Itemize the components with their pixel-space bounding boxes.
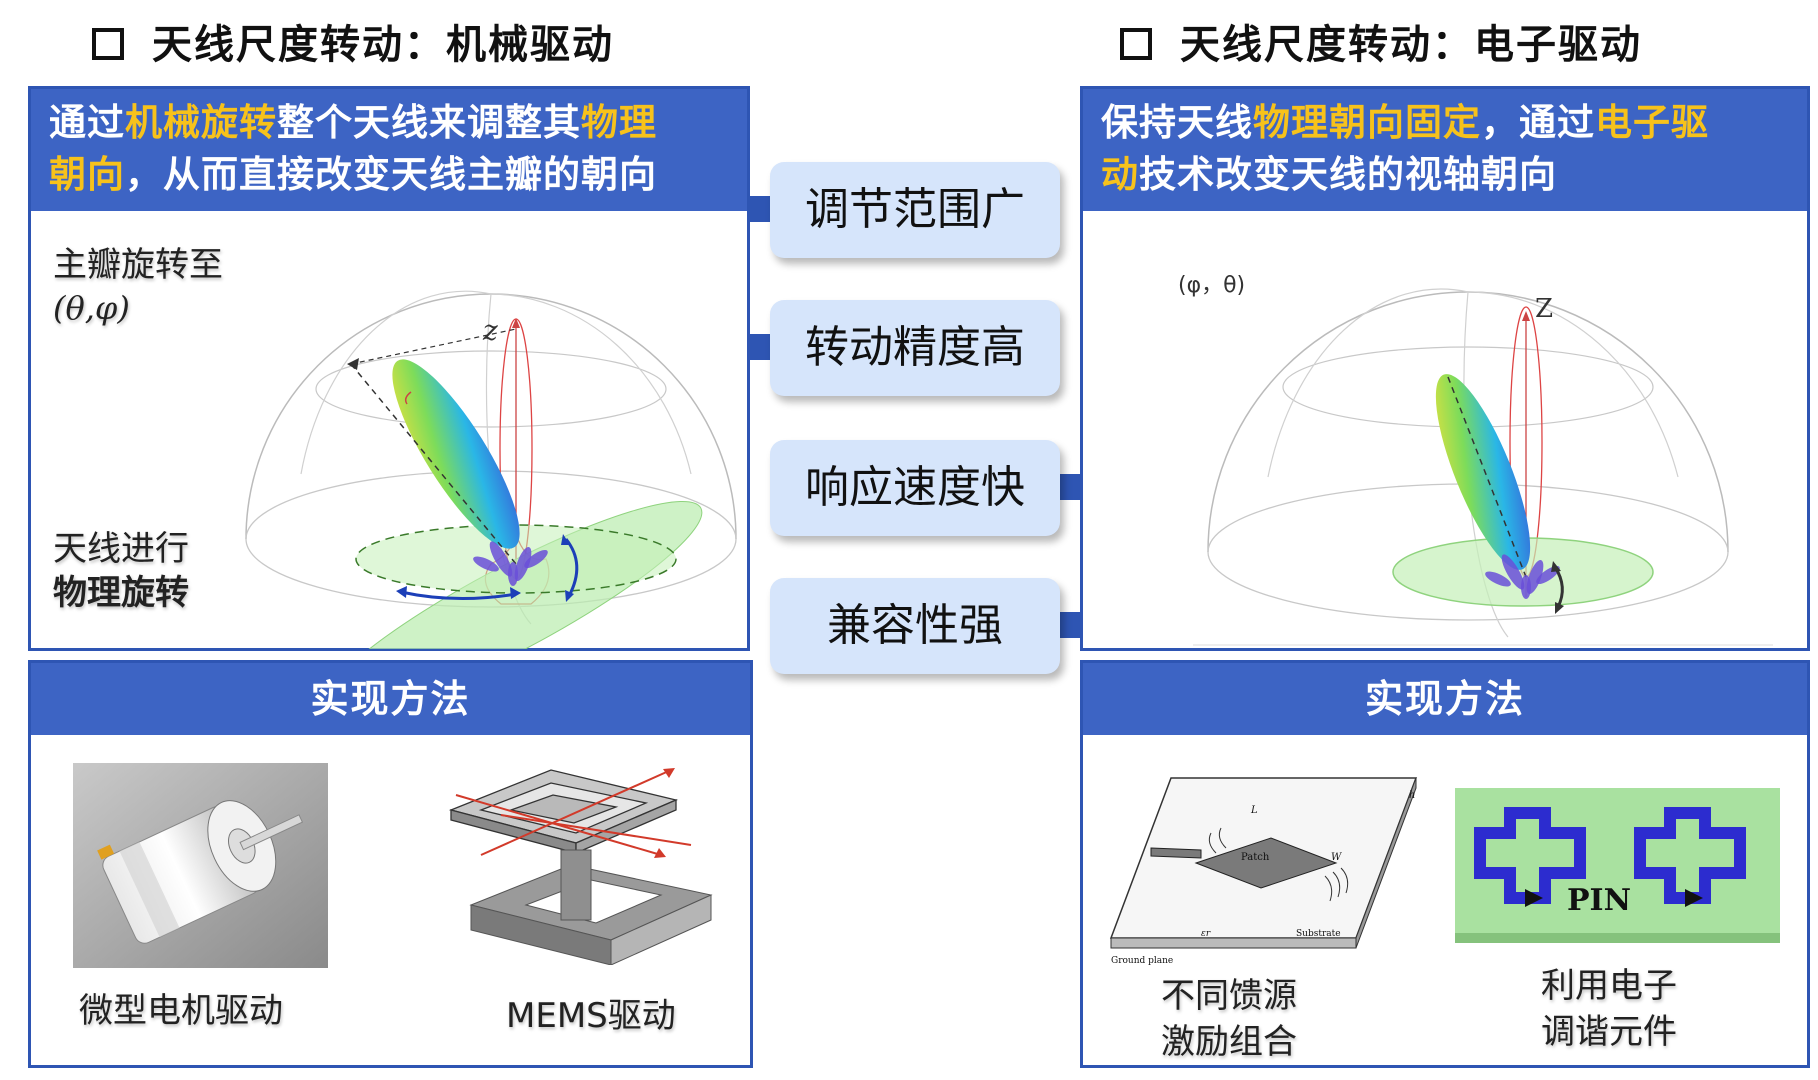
left-description: 通过机械旋转整个天线来调整其物理 朝向，从而直接改变天线主瓣的朝向 bbox=[31, 89, 747, 211]
feature-connector bbox=[748, 196, 770, 222]
svg-text:PIN: PIN bbox=[1567, 883, 1631, 918]
right-description: 保持天线物理朝向固定，通过电子驱 动技术改变天线的视轴朝向 bbox=[1083, 89, 1807, 211]
svg-text:z: z bbox=[482, 314, 498, 347]
feature-wide-range: 调节范围广 bbox=[770, 162, 1060, 258]
left-method-panel: 实现方法 微型电机驱动 bbox=[28, 660, 753, 1068]
feature-connector bbox=[748, 334, 770, 360]
left-heading: 天线尺度转动：机械驱动 bbox=[92, 12, 614, 70]
feature-high-precision: 转动精度高 bbox=[770, 300, 1060, 396]
right-method-panel: 实现方法 Patch L W h Substrate εr Ground pla… bbox=[1080, 660, 1810, 1068]
beam-angle-label: (φ，θ) bbox=[1178, 273, 1246, 298]
micro-motor-caption: 微型电机驱动 bbox=[79, 991, 283, 1031]
mechanical-radiation-pattern-diagram: z bbox=[245, 290, 737, 649]
physical-rotation-label: 物理旋转 bbox=[53, 573, 189, 613]
feature-compatibility: 兼容性强 bbox=[770, 578, 1060, 674]
svg-text:Z: Z bbox=[1535, 294, 1553, 324]
svg-text:εr: εr bbox=[1201, 929, 1211, 939]
lobe-angle-label: (θ,φ) bbox=[53, 289, 130, 327]
svg-text:Substrate: Substrate bbox=[1296, 929, 1341, 939]
checkbox-square-icon bbox=[92, 28, 124, 60]
feature-connector bbox=[1058, 474, 1080, 500]
patch-antenna-picture: Patch L W h Substrate εr Ground plane bbox=[1109, 777, 1418, 966]
antenna-rotation-label: 天线进行 bbox=[53, 529, 189, 569]
feature-connector bbox=[1058, 612, 1080, 638]
micro-motor-picture bbox=[73, 763, 328, 968]
lobe-rotation-label: 主瓣旋转至 bbox=[53, 245, 223, 285]
svg-text:h: h bbox=[1409, 790, 1415, 801]
left-mechanical-panel: 通过机械旋转整个天线来调整其物理 朝向，从而直接改变天线主瓣的朝向 z bbox=[28, 86, 750, 651]
feature-fast-response: 响应速度快 bbox=[770, 440, 1060, 536]
right-heading: 天线尺度转动：电子驱动 bbox=[1120, 12, 1642, 70]
svg-text:Patch: Patch bbox=[1241, 852, 1270, 863]
svg-text:L: L bbox=[1250, 805, 1258, 816]
svg-text:Ground plane: Ground plane bbox=[1111, 956, 1173, 966]
electronic-radiation-pattern-diagram: Z bbox=[1193, 288, 1773, 646]
svg-text:W: W bbox=[1331, 852, 1342, 863]
checkbox-square-icon bbox=[1120, 28, 1152, 60]
left-method-title: 实现方法 bbox=[31, 663, 750, 735]
mems-structure-picture bbox=[448, 768, 713, 965]
mems-caption: MEMS驱动 bbox=[506, 996, 676, 1036]
pin-tuning-element-picture: PIN bbox=[1455, 788, 1780, 943]
right-electronic-panel: 保持天线物理朝向固定，通过电子驱 动技术改变天线的视轴朝向 (φ，θ) Z bbox=[1080, 86, 1810, 651]
right-method-title: 实现方法 bbox=[1083, 663, 1807, 735]
feed-combination-caption: 不同馈源 激励组合 bbox=[1161, 976, 1297, 1062]
electronic-tuning-caption: 利用电子 调谐元件 bbox=[1541, 966, 1677, 1052]
